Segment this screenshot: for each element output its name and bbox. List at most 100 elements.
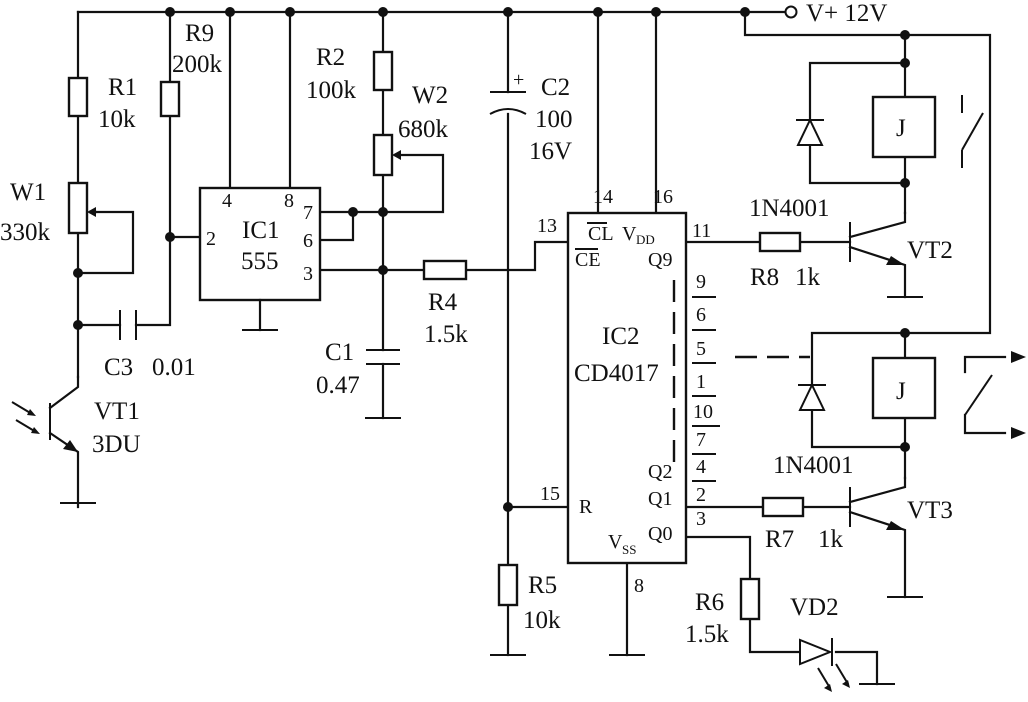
schematic-label: 5 <box>696 338 706 360</box>
schematic-label: V <box>622 223 637 245</box>
schematic-label: 0.47 <box>316 372 360 399</box>
schematic-label: CD4017 <box>574 360 659 387</box>
schematic-label: 3DU <box>92 431 141 458</box>
resistor-r2: R2 100k <box>306 44 394 104</box>
schematic-label: + <box>513 69 524 91</box>
schematic-label: R4 <box>428 289 458 316</box>
schematic-label: IC2 <box>602 323 640 350</box>
schematic-label: 2 <box>696 484 706 506</box>
led-vd2: VD2 <box>790 594 850 692</box>
ic1-555: 4 8 7 6 2 3 IC1 555 <box>198 186 322 332</box>
schematic-label: Q1 <box>648 488 672 510</box>
schematic-label: CL <box>588 223 614 245</box>
schematic-label: 3 <box>696 508 706 530</box>
schematic-label: 10k <box>523 607 561 634</box>
wires <box>76 10 992 686</box>
diode-top: 1N4001 <box>749 117 830 222</box>
schematic-label: 10 <box>693 401 713 423</box>
schematic-label: 13 <box>537 215 557 237</box>
diode-bottom: 1N4001 <box>773 382 854 479</box>
schematic-label: R8 <box>750 264 779 291</box>
supply-label: V+ 12V <box>806 0 887 27</box>
relay-bottom: J <box>871 356 937 420</box>
schematic-label: 3 <box>303 263 313 285</box>
schematic-label: R7 <box>765 526 794 553</box>
schematic-label: 9 <box>696 271 706 293</box>
schematic-label: 14 <box>593 186 613 208</box>
schematic-label: 1.5k <box>424 321 468 348</box>
schematic-label: VT3 <box>907 497 953 524</box>
schematic-label: 1N4001 <box>773 452 854 479</box>
ground-symbols <box>365 417 895 685</box>
schematic-label: W2 <box>412 82 448 109</box>
potentiometer-w2: W2 680k <box>372 82 449 177</box>
capacitor-c1: C1 0.47 <box>316 339 400 399</box>
schematic-label: 1k <box>818 526 844 553</box>
resistor-r1: R1 10k <box>67 74 137 133</box>
supply-terminal: V+ 12V <box>743 0 887 27</box>
capacitor-c3: C3 0.01 <box>104 310 196 381</box>
schematic-label: IC1 <box>242 217 280 244</box>
schematic-label: J <box>896 115 906 142</box>
schematic-label: 0.01 <box>152 354 196 381</box>
schematic-label: 6 <box>303 230 313 252</box>
schematic-label: 15 <box>540 483 560 505</box>
schematic-label: 8 <box>284 190 294 212</box>
schematic-label: 1 <box>696 371 706 393</box>
schematic-label: C3 <box>104 354 133 381</box>
potentiometer-w1: W1 330k <box>0 179 98 246</box>
schematic-label: R9 <box>185 20 214 47</box>
schematic-label: 16V <box>529 138 572 165</box>
dashed-continuation <box>672 280 810 472</box>
schematic-label: 4 <box>696 456 706 478</box>
phototransistor-vt1: VT1 3DU <box>11 375 141 509</box>
schematic-label: 100 <box>535 106 573 133</box>
resistor-r9: R9 200k <box>159 20 223 118</box>
schematic-label: 100k <box>306 77 357 104</box>
schematic-label: 1N4001 <box>749 195 830 222</box>
schematic-label: R <box>579 496 593 518</box>
schematic-label: 4 <box>222 190 232 212</box>
schematic-label: 555 <box>241 248 279 275</box>
schematic-label: C2 <box>541 74 570 101</box>
resistor-r6: R6 1.5k <box>685 577 761 648</box>
schematic-label: 200k <box>172 51 223 78</box>
relay-top: J <box>871 95 937 159</box>
schematic-label: SS <box>622 542 636 557</box>
schematic-label: J <box>896 378 906 405</box>
schematic-label: V <box>608 531 623 553</box>
resistor-r7: R7 1k <box>761 496 844 553</box>
ic2-cd4017: 14 16 13 15 8 11 CL V DD CE Q9 IC2 CD401… <box>537 186 720 597</box>
schematic-label: VT1 <box>94 398 140 425</box>
schematic-label: R6 <box>695 589 724 616</box>
relay-contact-top <box>961 95 984 168</box>
schematic-label: R5 <box>528 572 557 599</box>
schematic-label: 2 <box>206 228 216 250</box>
schematic-label: W1 <box>10 179 46 206</box>
schematic-label: 7 <box>696 429 706 451</box>
schematic-label: Q9 <box>648 249 672 271</box>
schematic-label: VD2 <box>790 594 839 621</box>
schematic-label: C1 <box>325 339 354 366</box>
resistor-r4: R4 1.5k <box>422 259 468 348</box>
schematic-label: 8 <box>634 575 644 597</box>
schematic-label: 1.5k <box>685 621 729 648</box>
schematic-label: VT2 <box>907 237 953 264</box>
schematic-label: 1k <box>795 264 821 291</box>
schematic-label: 11 <box>692 220 711 242</box>
schematic-label: DD <box>636 232 655 247</box>
schematic-label: 680k <box>398 116 449 143</box>
schematic-label: 330k <box>0 219 51 246</box>
schematic-label: Q0 <box>648 523 672 545</box>
schematic-label: R1 <box>108 74 137 101</box>
transistor-vt3: VT3 <box>848 476 953 599</box>
schematic-label: R2 <box>316 44 345 71</box>
resistor-r8: R8 1k <box>750 231 821 291</box>
capacitor-c2: + C2 100 16V <box>489 69 573 165</box>
schematic-label: CE <box>575 249 601 271</box>
schematic-label: 7 <box>303 202 313 224</box>
junctions <box>73 7 910 512</box>
schematic-label: Q2 <box>648 461 672 483</box>
schematic-label: 10k <box>98 106 136 133</box>
